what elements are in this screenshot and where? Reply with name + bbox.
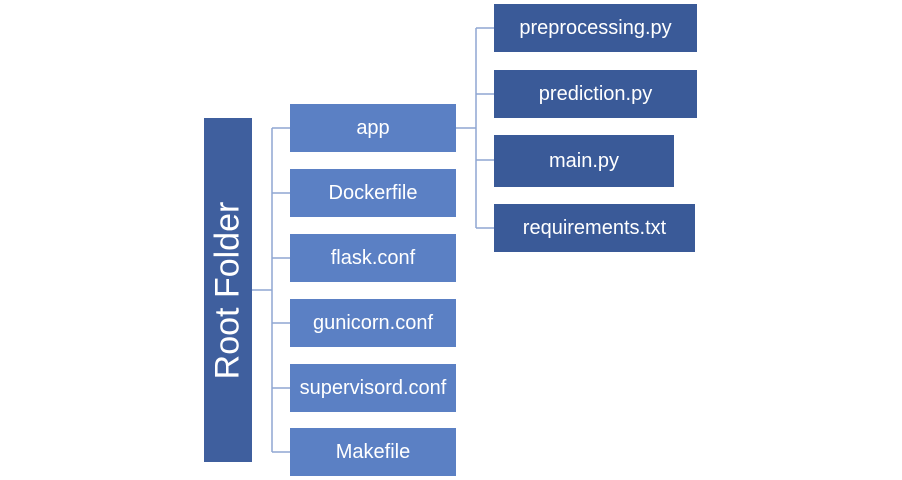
node-dockerfile: Dockerfile <box>290 169 456 217</box>
node-gunicorn-conf-label: gunicorn.conf <box>312 311 434 334</box>
node-main-py: main.py <box>494 135 674 187</box>
root-folder-label: Root Folder <box>208 201 247 379</box>
node-app-label: app <box>356 116 390 139</box>
node-supervisord-conf: supervisord.conf <box>290 364 456 412</box>
root-folder-node: Root Folder <box>204 118 252 462</box>
node-dockerfile-label: Dockerfile <box>328 181 418 204</box>
node-requirements-txt: requirements.txt <box>494 204 695 252</box>
node-flask-conf: flask.conf <box>290 234 456 282</box>
node-supervisord-conf-label: supervisord.conf <box>299 376 447 399</box>
node-preprocessing-py: preprocessing.py <box>494 4 697 52</box>
node-prediction-py-label: prediction.py <box>538 82 653 105</box>
node-main-py-label: main.py <box>548 149 620 172</box>
node-gunicorn-conf: gunicorn.conf <box>290 299 456 347</box>
node-flask-conf-label: flask.conf <box>330 246 416 269</box>
node-makefile: Makefile <box>290 428 456 476</box>
node-requirements-txt-label: requirements.txt <box>522 216 667 239</box>
node-app: app <box>290 104 456 152</box>
node-makefile-label: Makefile <box>335 440 411 463</box>
node-preprocessing-py-label: preprocessing.py <box>519 16 672 39</box>
node-prediction-py: prediction.py <box>494 70 697 118</box>
